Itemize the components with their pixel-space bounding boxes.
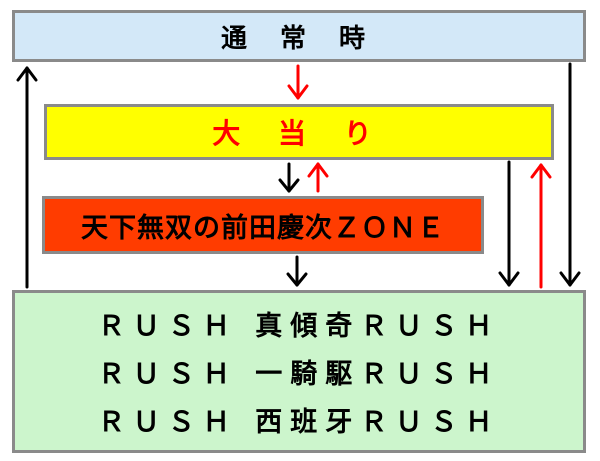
- rush-box: ＲＵＳＨ 真傾奇ＲＵＳＨ ＲＵＳＨ 一騎駆ＲＵＳＨ ＲＵＳＨ 西班牙ＲＵＳＨ: [12, 290, 586, 453]
- arrow-zone-to-jackpot: [307, 162, 329, 193]
- jackpot-label: 大 当 り: [212, 117, 386, 150]
- arrow-normal-to-jackpot: [287, 64, 309, 100]
- arrow-zone-to-rush: [286, 255, 308, 287]
- zone-label: 天下無双の前田慶次ＺＯＮＥ: [81, 212, 445, 244]
- zone-box: 天下無双の前田慶次ＺＯＮＥ: [42, 196, 484, 254]
- arrow-rush-to-jackpot: [530, 163, 552, 289]
- arrow-jackpot-to-rush: [498, 160, 520, 287]
- arrow-normal-to-rush: [559, 62, 581, 287]
- rush-line-2: ＲＵＳＨ 一騎駆ＲＵＳＨ: [97, 358, 501, 390]
- normal-state-box: 通 常 時: [12, 10, 586, 62]
- arrow-rush-to-normal: [16, 66, 38, 289]
- rush-line-3: ＲＵＳＨ 西班牙ＲＵＳＨ: [97, 407, 501, 439]
- jackpot-box: 大 当 り: [44, 104, 554, 160]
- rush-line-1: ＲＵＳＨ 真傾奇ＲＵＳＨ: [97, 310, 501, 342]
- arrow-jackpot-to-zone: [278, 162, 300, 193]
- normal-state-label: 通 常 時: [220, 23, 378, 54]
